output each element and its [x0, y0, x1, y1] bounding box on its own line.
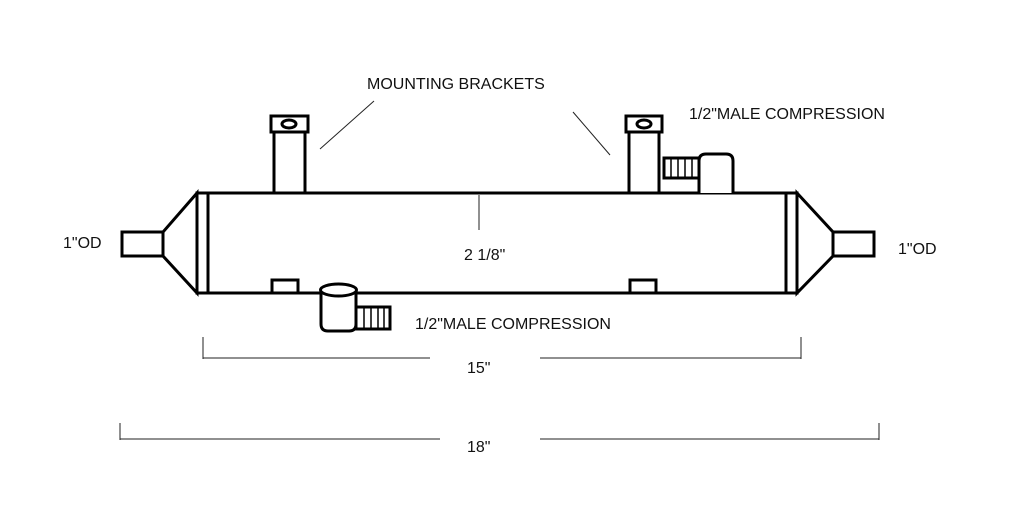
main-body [195, 191, 799, 295]
diameter-label: 2 1/8" [464, 247, 505, 264]
left-mounting-bracket [269, 114, 310, 195]
overall-length-label: 18" [467, 439, 490, 456]
bottom-compression-fitting [319, 282, 392, 333]
left-cone [161, 188, 199, 297]
bottom-fitting-label: 1/2"MALE COMPRESSION [415, 316, 611, 333]
body-length-label: 15" [467, 360, 490, 377]
mounting-brackets-label: MOUNTING BRACKETS [367, 76, 545, 93]
leader-lines [319, 100, 611, 230]
right-cone [795, 189, 835, 297]
left-od-label: 1"OD [63, 235, 102, 252]
dimension-18 [119, 423, 880, 440]
top-fitting-label: 1/2"MALE COMPRESSION [689, 106, 885, 123]
right-mounting-bracket [624, 114, 664, 195]
dimension-15 [202, 337, 802, 359]
right-od-label: 1"OD [898, 241, 937, 258]
top-compression-fitting [662, 152, 735, 193]
left-pipe [120, 230, 165, 258]
bottom-tabs [270, 278, 658, 295]
right-pipe [831, 230, 876, 258]
